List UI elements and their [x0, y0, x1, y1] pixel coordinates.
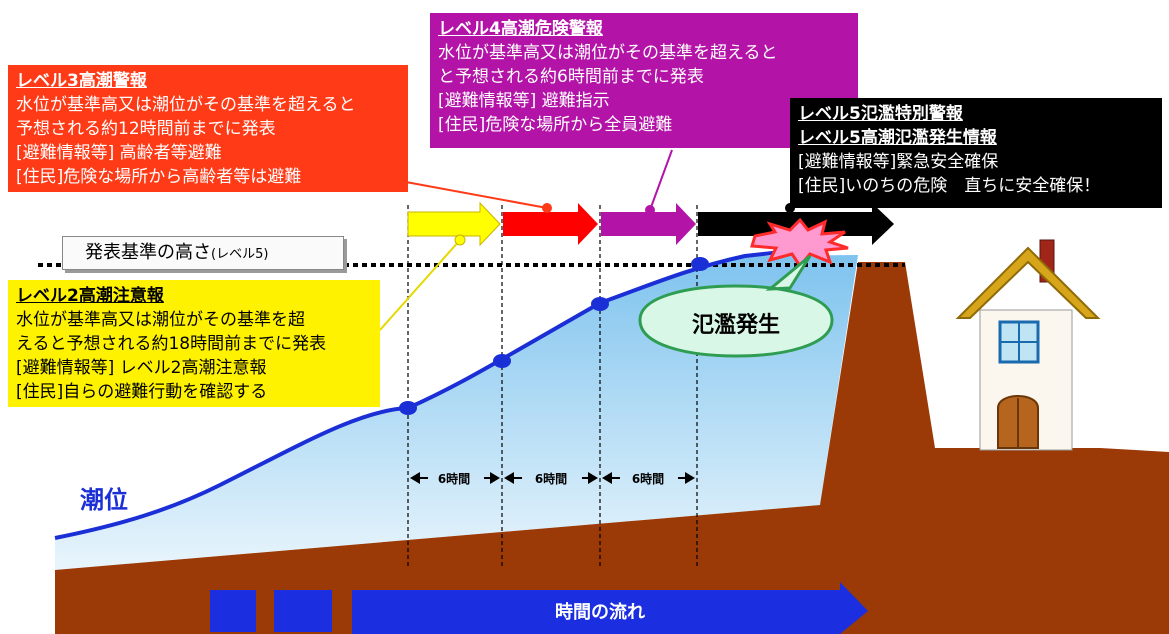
- tide-marker-3: [591, 297, 609, 311]
- level3-warning-box: レベル3高潮警報 水位が基準高又は潮位がその基準を超えると 予想される約12時間…: [8, 65, 408, 192]
- level5-line: [避難情報等]緊急安全確保: [798, 152, 999, 172]
- level4-line: と予想される約6時間前までに発表: [438, 67, 704, 87]
- level2-line: 水位が基準高又は潮位がその基準を超: [16, 310, 305, 330]
- interval-label: 6時間: [534, 472, 568, 486]
- arrow-level2-yellow: [407, 201, 501, 247]
- standard-height-sub: (レベル5): [211, 247, 269, 262]
- interval-label: 6時間: [631, 472, 665, 486]
- arrow-level4-purple: [601, 203, 696, 245]
- level3-title: レベル3高潮警報: [16, 71, 147, 91]
- level2-title: レベル2高潮注意報: [16, 286, 164, 306]
- level3-line: 予想される約12時間前までに発表: [16, 119, 276, 139]
- level3-line: [住民]危険な場所から高齢者等は避難: [16, 167, 302, 187]
- interval-label: 6時間: [437, 472, 471, 486]
- level5-title: レベル5高潮氾濫発生情報: [798, 128, 997, 148]
- time-block-1: [210, 590, 256, 632]
- time-flow-arrow: [210, 582, 868, 634]
- level4-warning-box: レベル4高潮危険警報 水位が基準高又は潮位がその基準を超えると と予想される約6…: [430, 13, 858, 148]
- flood-bubble-shape: [638, 254, 834, 358]
- level3-line: [避難情報等] 高齢者等避難: [16, 143, 222, 163]
- flood-burst-icon: [750, 217, 849, 269]
- tide-markers: [399, 257, 709, 415]
- level2-line: えると予想される約18時間前までに発表: [16, 334, 327, 354]
- callout-connectors: [379, 149, 826, 331]
- level4-line: [避難情報等] 避難指示: [438, 91, 610, 111]
- tide-marker-2: [493, 354, 511, 368]
- level2-line: [住民]自らの避難行動を確認する: [16, 382, 268, 402]
- flood-bubble-label: 氾濫発生: [691, 313, 780, 338]
- arrow-level3-red: [503, 203, 598, 245]
- tide-label: 潮位: [80, 486, 128, 514]
- standard-height-main: 発表基準の高さ: [85, 242, 211, 263]
- level5-line: [住民]いのちの危険 直ちに安全確保！: [798, 176, 1101, 196]
- level2-line: [避難情報等] レベル2高潮注意報: [16, 358, 267, 378]
- level4-title: レベル4高潮危険警報: [438, 19, 603, 39]
- tide-marker-1: [399, 401, 417, 415]
- level2-advisory-box: レベル2高潮注意報 水位が基準高又は潮位がその基準を超 えると予想される約18時…: [8, 280, 380, 407]
- ground: [55, 262, 1169, 634]
- time-flow-label: 時間の流れ: [555, 602, 645, 623]
- level3-line: 水位が基準高又は潮位がその基準を超えると: [16, 95, 356, 115]
- time-arrow-body: [352, 582, 868, 634]
- time-grid-lines: [407, 205, 698, 568]
- level4-line: 水位が基準高又は潮位がその基準を超えると: [438, 43, 778, 63]
- tide-marker-4: [691, 257, 709, 271]
- level5-title: レベル5氾濫特別警報: [798, 104, 963, 124]
- house-icon: [955, 239, 1101, 451]
- interval-arrows: [410, 472, 695, 484]
- standard-height-label: 発表基準の高さ(レベル5): [62, 236, 344, 270]
- level5-warning-box: レベル5氾濫特別警報 レベル5高潮氾濫発生情報 [避難情報等]緊急安全確保 [住…: [790, 98, 1162, 208]
- level4-line: [住民]危険な場所から全員避難: [438, 115, 673, 135]
- time-block-2: [274, 590, 332, 632]
